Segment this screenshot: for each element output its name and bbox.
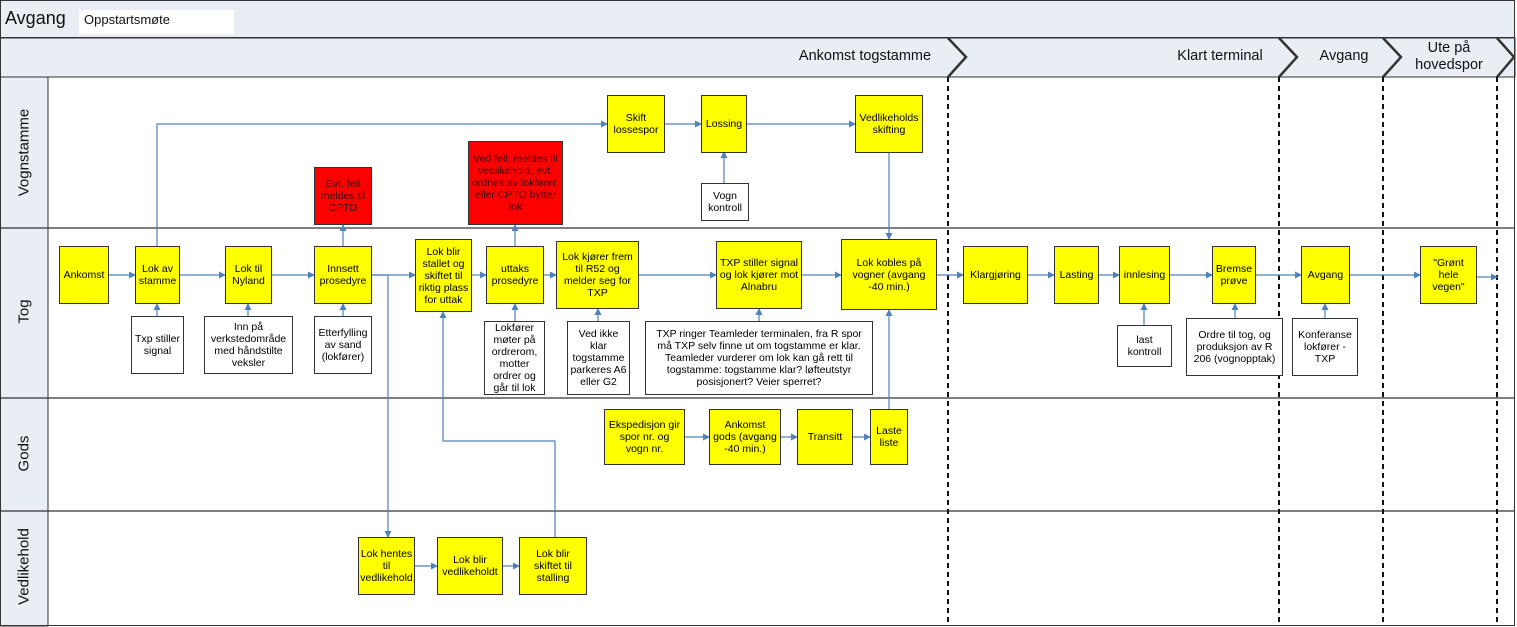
note-lokforer-moter: Lokfører møter på ordrerom, motter ordre… [484, 321, 545, 395]
note-ordre-til-tog: Ordre til tog, og produksjon av R 206 (v… [1186, 318, 1283, 376]
task-lok-kjorer-frem: Lok kjører frem til R52 og melder seg fo… [556, 241, 639, 309]
task-lossing: Lossing [701, 95, 747, 153]
task-laste-liste: Laste liste [870, 409, 908, 465]
lane-vognstamme: Vognstamme [15, 108, 33, 197]
note-txp-stiller-signal: Txp stiller signal [131, 316, 184, 374]
title-bar: Avgang Oppstartsmøte [0, 0, 1515, 38]
alert-evt-feil: Evt. feil meldes til CPTO [314, 167, 372, 225]
lane-vedlikehold: Vedlikehold [15, 528, 33, 605]
task-lok-blir-vedlikeholdt: Lok blir vedlikeholdt [437, 537, 503, 595]
task-lok-av-stamme: Lok av stamme [135, 246, 180, 304]
phase-ankomst-togstamme: Ankomst togstamme [798, 48, 932, 64]
task-bremse-prove: Bremse prøve [1212, 246, 1256, 304]
task-lok-kobles: Lok kobles på vogner (avgang -40 min.) [841, 239, 937, 310]
task-uttaks-prosedyre: uttaks prosedyre [486, 246, 544, 304]
diagram-title: Avgang [5, 8, 66, 28]
task-lok-hentes: Lok hentes til vedlikehold [358, 537, 415, 595]
task-ankomst-gods: Ankomst gods (avgang -40 min.) [709, 409, 781, 465]
task-innlesing: innlesing [1119, 246, 1170, 304]
task-klargjoring: Klargjøring [963, 246, 1028, 304]
alert-ved-feil: Ved feil: meldes til vedlikehold, evt. o… [468, 141, 563, 225]
task-lasting: Lasting [1054, 246, 1099, 304]
lane-tog: Tog [15, 299, 33, 324]
note-txp-ringer: TXP ringer Teamleder terminalen, fra R s… [645, 321, 873, 395]
task-avgang: Avgang [1301, 246, 1350, 304]
task-lok-til-nyland: Lok til Nyland [225, 246, 272, 304]
phase-avgang: Avgang [1319, 48, 1369, 64]
task-lok-blir-skiftet: Lok blir skiftet til stalling [519, 537, 587, 595]
note-konferanse: Konferanse lokfører - TXP [1292, 318, 1358, 376]
task-transitt: Transitt [797, 409, 853, 465]
task-gront-hele-vegen: "Grønt hele vegen" [1420, 246, 1477, 304]
task-skift-lossespor: Skift lossespor [607, 95, 665, 153]
phase-klart-terminal: Klart terminal [1177, 48, 1263, 64]
task-txp-stiller-signal: TXP stiller signal og lok kjører mot Aln… [716, 241, 802, 309]
title-field: Oppstartsmøte [79, 10, 234, 34]
note-ved-ikke-klar: Ved ikke klar togstamme parkeres A6 elle… [567, 321, 630, 395]
note-inn-pa-verksted: Inn på verkstedområde med håndstilte vek… [204, 316, 293, 374]
task-innsett-prosedyre: Innsett prosedyre [314, 246, 372, 304]
task-vedlikeholds-skifting: Vedlikeholds skifting [855, 95, 923, 153]
phase-ute-pa-hovedspor: Ute på hovedspor [1415, 40, 1483, 73]
task-ekspedisjon: Ekspedisjon gir spor nr. og vogn nr. [604, 409, 685, 465]
note-last-kontroll: last kontroll [1117, 325, 1172, 367]
note-etterfylling-sand: Etterfylling av sand (lokfører) [314, 316, 372, 374]
note-vogn-kontroll: Vogn kontroll [701, 183, 749, 221]
lane-gods: Gods [15, 435, 33, 472]
task-ankomst: Ankomst [59, 246, 109, 304]
task-lok-blir-stallet: Lok blir stallet og skiftet til riktig p… [415, 239, 472, 312]
